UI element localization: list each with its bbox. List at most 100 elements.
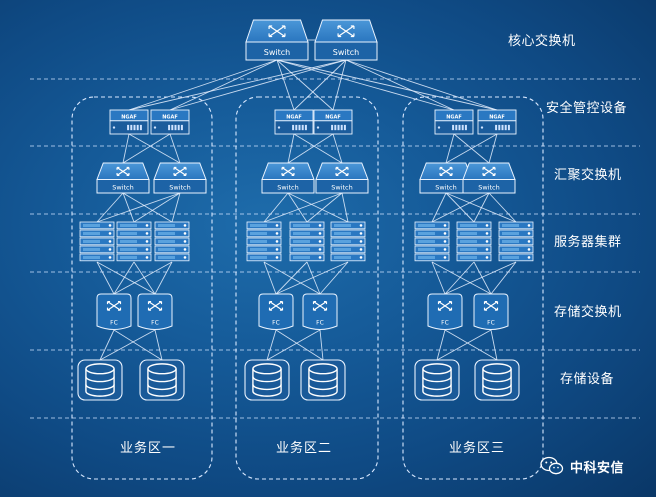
security-to-aggregation-link [128, 133, 181, 164]
server-to-fc-link [133, 261, 156, 295]
fc-switch-icon: FC [427, 293, 463, 330]
aggregation-to-server-link [263, 192, 289, 223]
fc-to-storage-link [275, 329, 324, 361]
switch-label: Switch [264, 48, 290, 57]
security-to-aggregation-link [445, 133, 498, 164]
aggregation-to-server-link [263, 192, 343, 223]
server-rack-icon [154, 221, 190, 262]
fc-switch-icon: FC [258, 293, 294, 330]
core-to-security-link [276, 59, 334, 111]
fc-to-storage-link [99, 329, 115, 361]
aggregation-to-server-link [431, 192, 490, 223]
server-to-fc-link [444, 261, 517, 295]
switch-label: Switch [331, 183, 353, 191]
database-icon [244, 359, 290, 401]
firewall-icon: NGAF [313, 109, 353, 135]
server-to-fc-link [490, 261, 517, 295]
firewall-label: NGAF [286, 115, 302, 121]
security-to-aggregation-link [332, 133, 343, 164]
core-to-security-link [169, 59, 278, 111]
server-to-fc-link [96, 261, 156, 295]
security-to-aggregation-link [293, 133, 343, 164]
firewall-icon: NGAF [150, 109, 190, 135]
layer-label-servers: 服务器集群 [554, 235, 622, 250]
aggregation-switch-icon: Switch [261, 162, 315, 194]
layer-label-aggregation: 汇聚交换机 [554, 168, 622, 183]
switch-label: Switch [435, 183, 457, 191]
aggregation-switch-icon: Switch [419, 162, 473, 194]
aggregation-to-server-link [133, 192, 181, 223]
firewall-icon: NGAF [434, 109, 474, 135]
switch-label: Switch [112, 183, 134, 191]
core-to-security-link [345, 59, 455, 111]
fc-switch-icon: FC [302, 293, 338, 330]
aggregation-to-server-link [473, 192, 490, 223]
aggregation-to-server-link [287, 192, 349, 223]
server-to-fc-link [431, 261, 446, 295]
server-rack-icon [330, 221, 366, 262]
core-to-security-link [345, 59, 498, 111]
firewall-label: NGAF [162, 115, 178, 121]
security-to-aggregation-link [488, 133, 498, 164]
server-rack-icon [116, 221, 152, 262]
fc-to-storage-link [99, 329, 156, 361]
zone-label-1: 业务区一 [120, 441, 177, 456]
fc-to-storage-link [490, 329, 498, 361]
security-to-aggregation-link [287, 133, 295, 164]
fc-label: FC [110, 320, 118, 327]
zone-label-2: 业务区二 [276, 441, 333, 456]
core-switch-icon: Switch [314, 19, 378, 61]
server-to-fc-link [319, 261, 349, 295]
wechat-icon [540, 456, 564, 475]
server-to-fc-link [263, 261, 277, 295]
aggregation-to-server-link [96, 192, 181, 223]
server-rack-icon [289, 221, 325, 262]
aggregation-to-server-link [122, 192, 173, 223]
firewall-label: NGAF [121, 115, 137, 121]
fc-to-storage-link [154, 329, 163, 361]
server-to-fc-link [444, 261, 475, 295]
aggregation-to-server-link [287, 192, 308, 223]
core-to-security-link [293, 59, 347, 111]
layer-label-core: 核心交换机 [508, 34, 576, 49]
zone-boundary-1 [71, 96, 213, 480]
server-to-fc-link [154, 261, 173, 295]
core-to-security-link [276, 59, 498, 111]
fc-label: FC [316, 320, 324, 327]
fc-label: FC [441, 320, 449, 327]
aggregation-to-server-link [96, 192, 124, 223]
server-to-fc-link [306, 261, 321, 295]
server-rack-icon [79, 221, 115, 262]
switch-label: Switch [478, 183, 500, 191]
server-to-fc-link [113, 261, 173, 295]
core-to-security-link [332, 59, 347, 111]
security-to-aggregation-link [122, 133, 130, 164]
watermark: 中科安信 [540, 456, 624, 476]
core-to-security-link [276, 59, 455, 111]
zone-boundary-2 [235, 96, 379, 480]
fc-to-storage-link [436, 329, 446, 361]
fc-label: FC [272, 320, 280, 327]
database-icon [77, 359, 123, 401]
firewall-label: NGAF [489, 115, 505, 121]
aggregation-switch-icon: Switch [153, 162, 207, 194]
core-to-security-link [128, 59, 278, 111]
server-rack-icon [456, 221, 492, 262]
firewall-label: NGAF [446, 115, 462, 121]
fc-label: FC [487, 320, 495, 327]
fc-switch-icon: FC [473, 293, 509, 330]
aggregation-to-server-link [306, 192, 343, 223]
layer-label-security: 安全管控设备 [546, 101, 628, 116]
aggregation-to-server-link [488, 192, 517, 223]
fc-to-storage-link [113, 329, 163, 361]
server-rack-icon [246, 221, 282, 262]
zone-label-3: 业务区三 [449, 441, 506, 456]
fc-to-storage-link [436, 329, 492, 361]
server-to-fc-link [473, 261, 492, 295]
security-to-aggregation-link [445, 133, 455, 164]
security-to-aggregation-link [122, 133, 171, 164]
aggregation-to-server-link [171, 192, 181, 223]
server-to-fc-link [431, 261, 492, 295]
database-icon [474, 359, 520, 401]
